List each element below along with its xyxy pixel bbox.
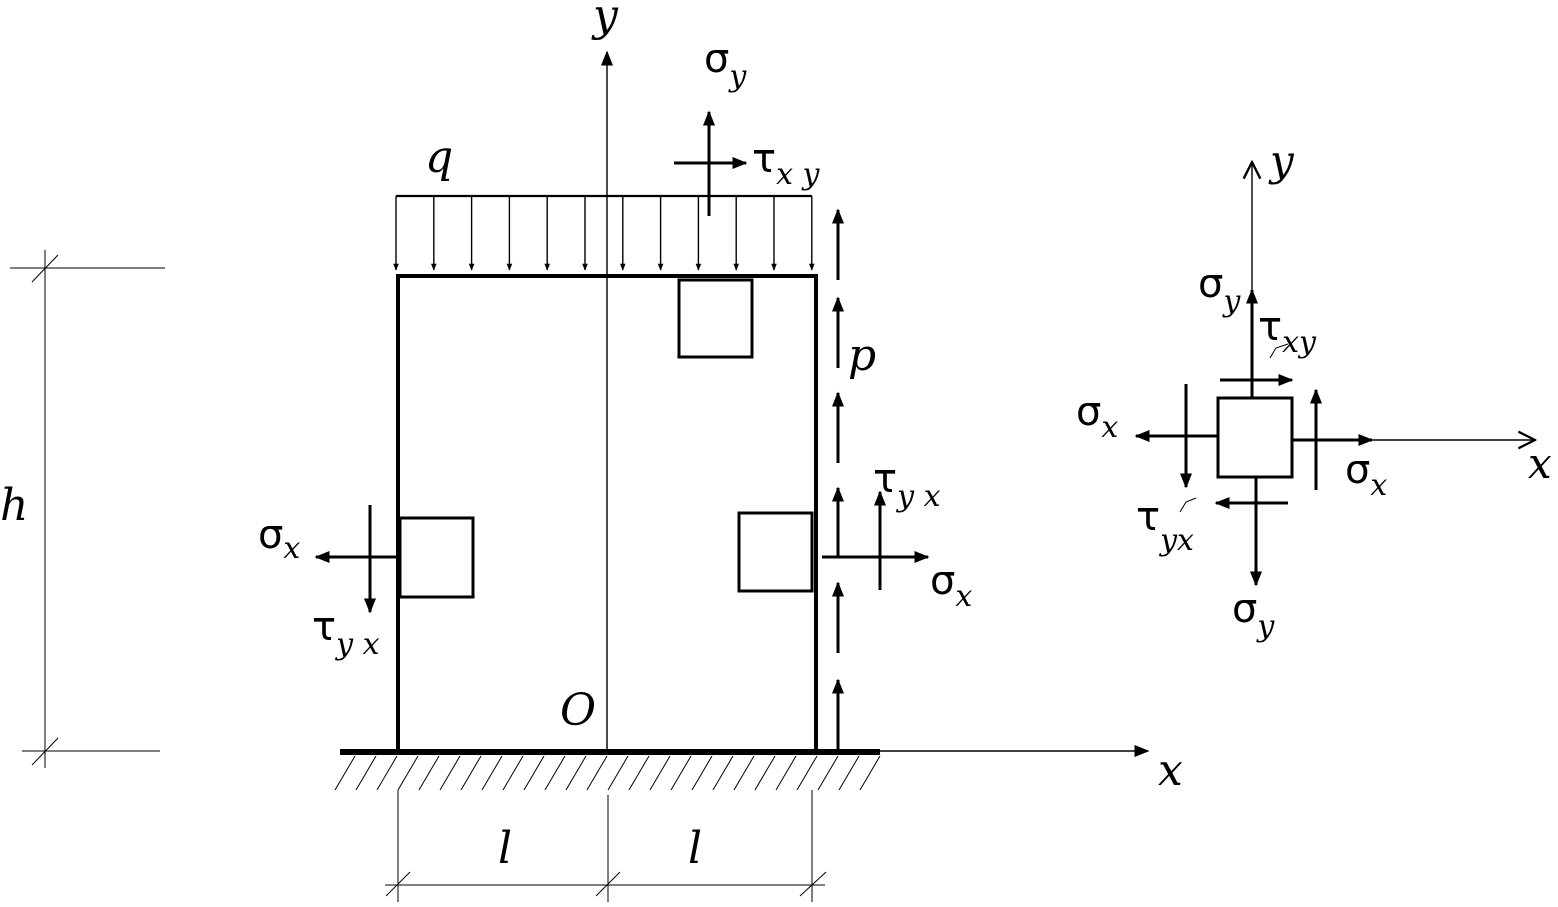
hatch-line [859,755,881,791]
left-sigma-x-label: σx [258,512,300,566]
element-sigma-y-top-label: σy [1198,261,1241,319]
right-sigma-x-label: σx [930,558,972,614]
right-element: τy x σx [737,456,972,614]
hatch-line [355,755,377,791]
stress-element-panel: y x σy τxy σx σx [1076,136,1552,644]
stress-element-square [1216,396,1294,479]
element-y-axis-label: y [1268,136,1295,185]
hatch-line [796,755,818,791]
hatch-line [376,755,398,791]
hatch-line [544,755,566,791]
hatch-line [502,755,524,791]
ground-hatching [334,755,881,791]
element-x-axis-label: x [1528,439,1552,488]
hatch-line [838,755,860,791]
top-sigma-y-label: σy [704,36,747,94]
origin-label: O [560,685,596,736]
hatch-line [523,755,545,791]
hatch-line [334,755,356,791]
element-tau-xy-label: τxy [1258,304,1317,360]
hatch-line [460,755,482,791]
hatch-line [649,755,671,791]
top-tau-xy-label: τx y [752,136,821,192]
x-axis-label: x [1158,745,1183,796]
main-panel: h y x O q p [0,0,1183,902]
hatch-line [481,755,503,791]
hatch-line [712,755,734,791]
hatch-line [817,755,839,791]
element-sigma-x-left-label: σx [1076,389,1118,445]
hatch-line [691,755,713,791]
hatch-line [418,755,440,791]
right-tau-yx-label: τy x [873,456,941,514]
hatch-line [670,755,692,791]
distributed-load-q: q [393,132,815,271]
y-axis-label: y [591,0,619,41]
load-q-label: q [425,132,453,183]
width-dimension: l l [385,790,827,902]
hatch-line [733,755,755,791]
hatch-line [397,755,419,791]
hatch-line [586,755,608,791]
half-width-right-label: l [688,823,702,874]
left-element: σx τy x [258,505,475,662]
shear-load-p: p [832,208,876,750]
hatch-line [754,755,776,791]
element-sigma-x-right-label: σx [1345,447,1387,503]
half-width-left-label: l [498,823,512,874]
hatch-line [607,755,629,791]
top-element: σy τx y [674,36,821,359]
height-dimension: h [0,250,165,768]
load-p-label: p [848,330,876,381]
hatch-line [439,755,461,791]
hatch-line [775,755,797,791]
left-tau-yx-label: τy x [312,604,380,662]
element-tau-yx-label: τyx [1136,494,1194,558]
height-label: h [0,480,28,531]
hatch-line [628,755,650,791]
element-sigma-y-bottom-label: σy [1232,586,1275,644]
hatch-line [565,755,587,791]
